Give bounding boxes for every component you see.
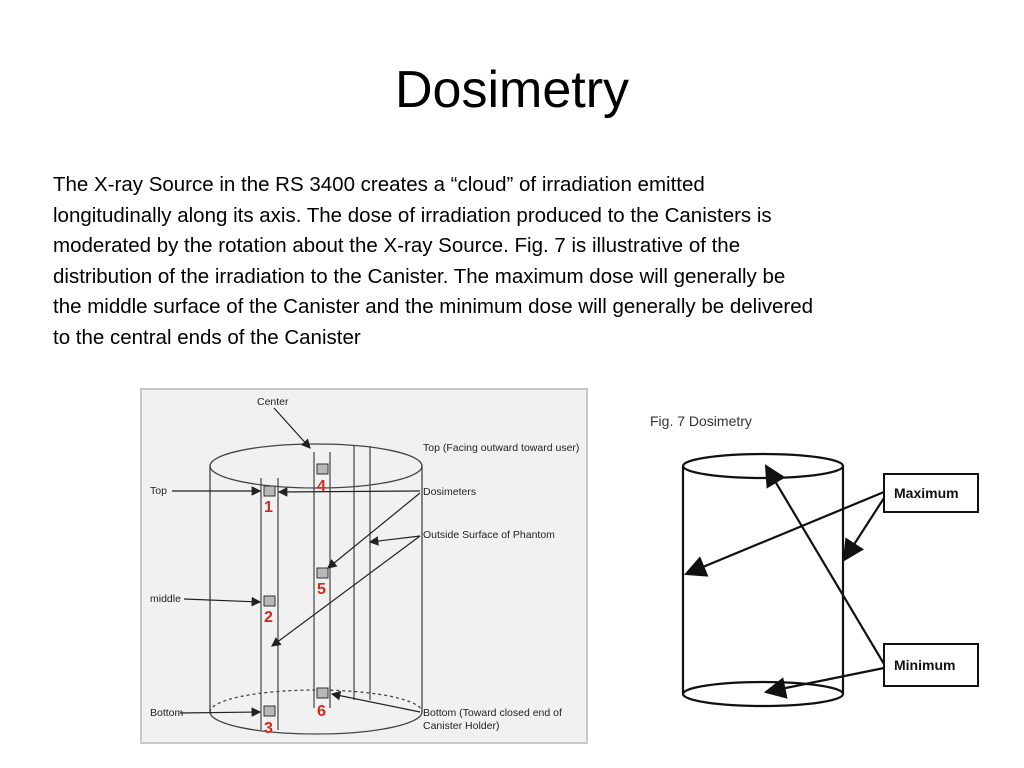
dosimeters — [263, 463, 329, 717]
fig7-svg: Fig. 7 Dosimetry Maximum Minimum — [650, 413, 979, 708]
label-top: Top — [150, 485, 167, 497]
dosimeter-3 — [263, 705, 276, 717]
maximum-box — [883, 473, 979, 513]
fig7-caption: Fig. 7 Dosimetry — [650, 413, 752, 429]
dosimeter-4 — [316, 463, 329, 475]
label-bottom-face-1: Bottom (Toward closed end of — [423, 707, 562, 719]
dosimeter-5 — [316, 567, 329, 579]
dosimeter-number-3: 3 — [264, 720, 273, 737]
label-dosimeters: Dosimeters — [423, 486, 476, 498]
maximum-label: Maximum — [894, 485, 959, 501]
minimum-box — [883, 643, 979, 687]
annotation-arrows — [172, 407, 421, 717]
fig7-arrows — [683, 464, 885, 699]
fig7-dosimetry: Fig. 7 Dosimetry Maximum Minimum — [640, 400, 1000, 730]
dosimeter-number-5: 5 — [317, 581, 326, 598]
label-middle: middle — [150, 593, 181, 605]
body-line: longitudinally along its axis. The dose … — [53, 203, 772, 227]
body-line: The X-ray Source in the RS 3400 creates … — [53, 173, 705, 196]
dosimeter-6 — [316, 687, 329, 699]
dosimeter-2 — [263, 595, 276, 607]
label-outside-surface: Outside Surface of Phantom — [423, 529, 555, 541]
phantom-diagram: 1 2 3 4 5 6 Center Top (Facing outward t… — [140, 388, 588, 744]
label-bottom: Bottom — [150, 707, 184, 719]
dosimeter-number-1: 1 — [264, 499, 273, 516]
body-line: moderated by the rotation about the X-ra… — [53, 234, 741, 258]
phantom-cylinder — [209, 443, 423, 735]
label-bottom-face-2: Canister Holder) — [423, 720, 499, 732]
dosimeter-number-2: 2 — [264, 609, 273, 626]
dosimeter-number-6: 6 — [317, 703, 326, 720]
dosimeter-number-4: 4 — [317, 478, 326, 495]
phantom-diagram-svg: 1 2 3 4 5 6 Center Top (Facing outward t… — [150, 396, 579, 737]
body-line: to the central ends of the Canister — [53, 325, 361, 349]
dosimeter-1 — [263, 485, 276, 497]
label-top-face: Top (Facing outward toward user) — [423, 442, 579, 454]
body-line: distribution of the irradiation to the C… — [53, 264, 786, 288]
body-paragraph: The X-ray Source in the RS 3400 creates … — [53, 170, 953, 354]
canister-cylinder — [681, 452, 845, 708]
label-center: Center — [257, 396, 289, 408]
minimum-label: Minimum — [894, 657, 955, 673]
slide-title: Dosimetry — [394, 61, 630, 119]
body-line: the middle surface of the Canister and t… — [53, 295, 814, 319]
